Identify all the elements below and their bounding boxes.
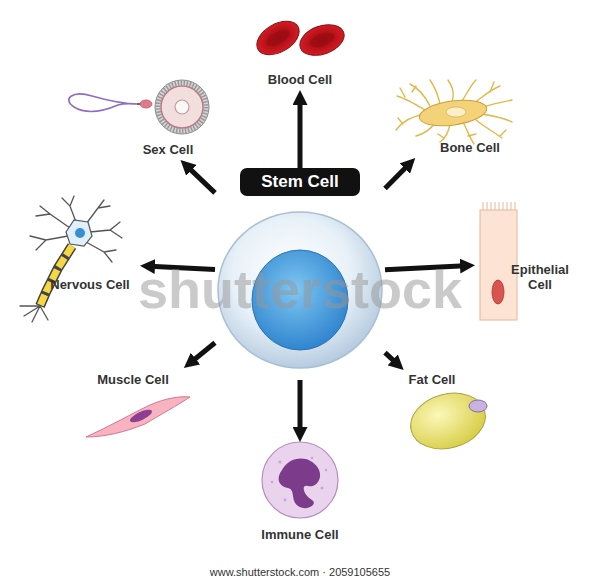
cell-type-node: Nervous Cell xyxy=(15,200,140,325)
fat-cell-drawing xyxy=(404,385,491,457)
nerve-cell-drawing xyxy=(20,196,122,322)
node-label: Muscle Cell xyxy=(83,372,183,387)
cell-type-node: Sex Cell xyxy=(60,78,215,160)
cell-type-node: Epithelial Cell xyxy=(475,205,590,320)
cell-type-node: Blood Cell xyxy=(250,15,350,90)
arrow-connector xyxy=(298,380,303,432)
node-label: Fat Cell xyxy=(397,372,467,387)
node-label: Immune Cell xyxy=(250,527,350,542)
node-label: Sex Cell xyxy=(123,142,213,157)
cell-type-node: Muscle Cell xyxy=(80,368,195,443)
blood-cell-drawing xyxy=(251,14,348,61)
stem-cell-title: Stem Cell xyxy=(240,168,360,196)
node-label: Nervous Cell xyxy=(35,277,145,292)
watermark: shutterstock xyxy=(0,258,600,320)
node-label: Epithelial Cell xyxy=(505,262,575,292)
epithelial-cell-drawing xyxy=(480,202,517,320)
node-label: Blood Cell xyxy=(250,72,350,87)
muscle-cell-drawing xyxy=(86,397,190,437)
arrow-connector xyxy=(385,165,408,188)
sex-cell-drawing xyxy=(69,80,209,134)
node-label: Bone Cell xyxy=(420,140,520,155)
cell-type-node: Immune Cell xyxy=(250,442,350,547)
arrow-connector xyxy=(298,100,303,168)
arrow-connector xyxy=(192,343,215,362)
image-credit: www.shutterstock.com · 2059105655 xyxy=(0,566,600,578)
bone-cell-drawing xyxy=(396,80,512,144)
cell-type-node: Bone Cell xyxy=(395,78,515,158)
cell-type-node: Fat Cell xyxy=(398,370,498,452)
arrow-connector xyxy=(188,167,215,193)
immune-cell-drawing xyxy=(262,442,338,518)
arrow-connector xyxy=(385,353,396,364)
